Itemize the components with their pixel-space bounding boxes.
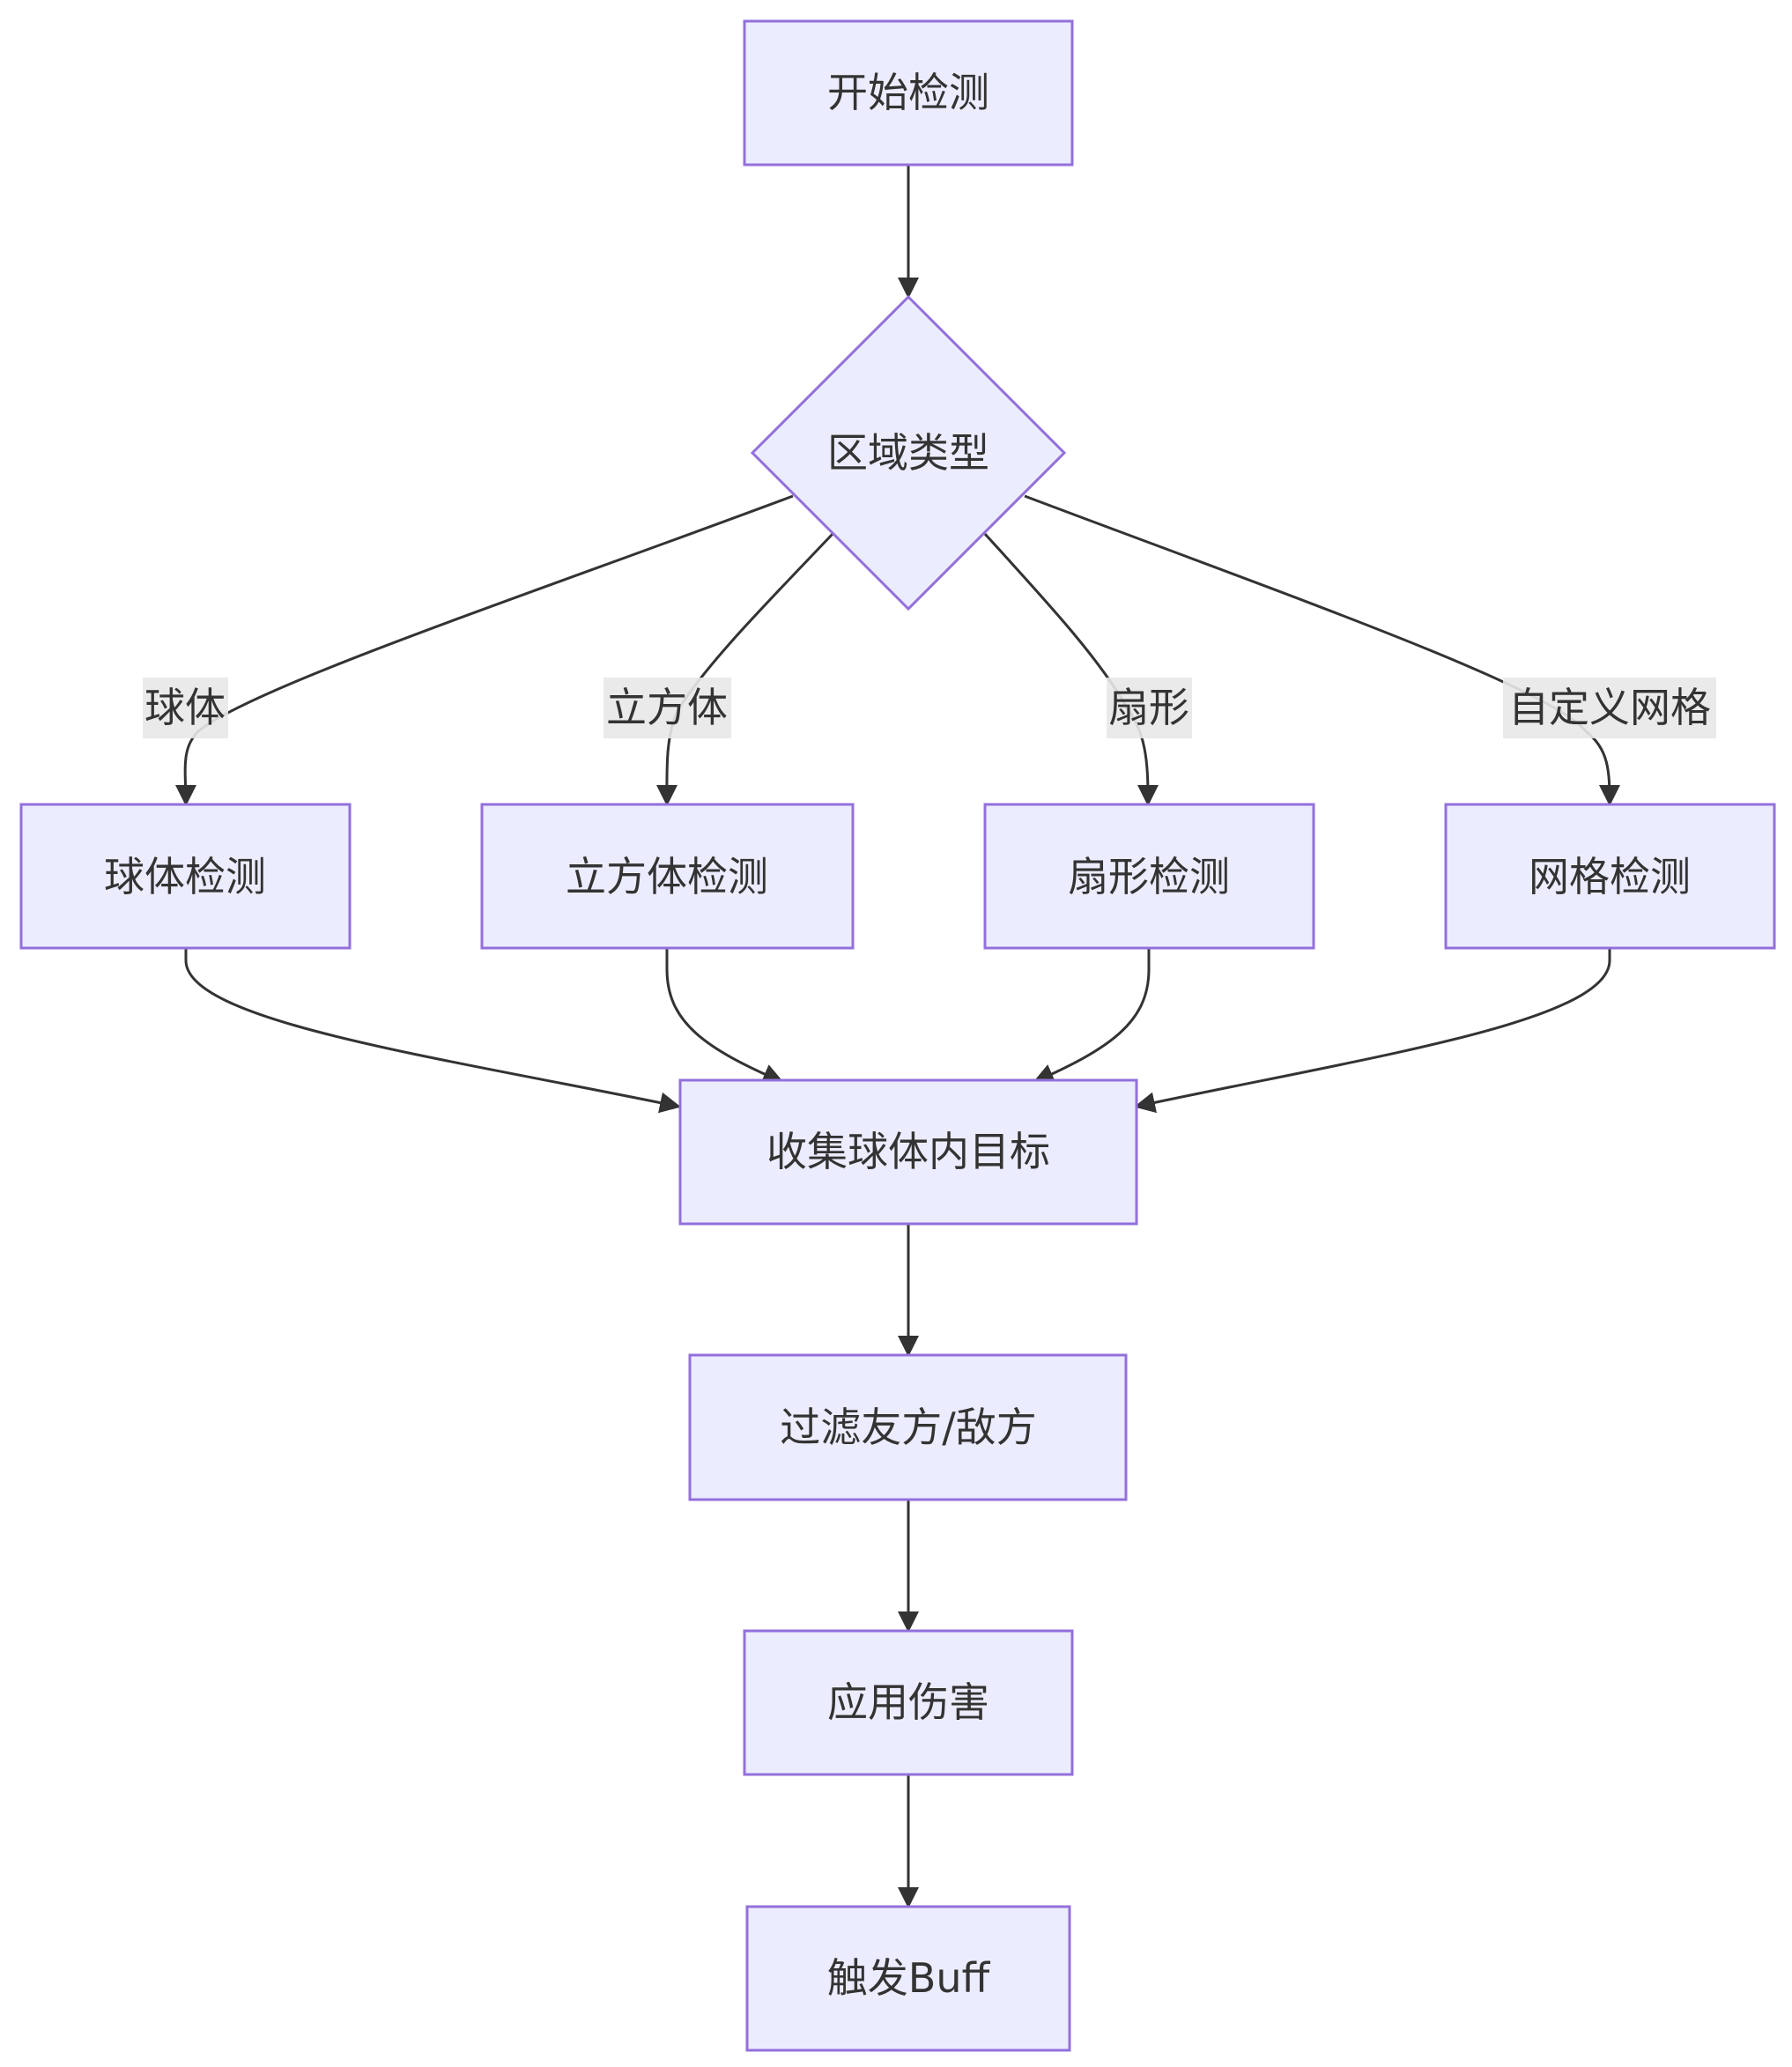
edge-decision-to-sector bbox=[983, 532, 1159, 806]
edge-grid-to-collect bbox=[1134, 948, 1611, 1114]
edge-label-sphere: 球体 bbox=[143, 678, 228, 738]
edge-labels: 球体 立方体 扇形 自定义网格 bbox=[143, 678, 1716, 738]
node-cube-check-label: 立方体检测 bbox=[566, 853, 768, 900]
node-filter: 过滤友方/敌方 bbox=[688, 1353, 1128, 1501]
node-start-label: 开始检测 bbox=[827, 69, 989, 116]
edge-label-grid: 自定义网格 bbox=[1503, 678, 1716, 738]
node-damage-label: 应用伤害 bbox=[827, 1678, 989, 1726]
edge-cube-to-collect bbox=[665, 948, 784, 1085]
node-sphere-check: 球体检测 bbox=[19, 803, 352, 950]
node-decision-label: 区域类型 bbox=[827, 429, 989, 477]
edge-decision-to-cube bbox=[655, 532, 834, 806]
edge-label-sector: 扇形 bbox=[1107, 678, 1192, 738]
edge-label-sector-text: 扇形 bbox=[1108, 684, 1189, 731]
edge-label-grid-text: 自定义网格 bbox=[1508, 684, 1711, 731]
node-grid-check: 网格检测 bbox=[1444, 803, 1776, 950]
node-cube-check: 立方体检测 bbox=[480, 803, 855, 950]
node-buff: 触发Buff bbox=[745, 1905, 1071, 2052]
edge-label-cube: 立方体 bbox=[604, 678, 731, 738]
node-sector-check: 扇形检测 bbox=[983, 803, 1315, 950]
edge-decision-to-sphere bbox=[174, 494, 794, 806]
edge-label-cube-text: 立方体 bbox=[606, 684, 728, 731]
nodes: 开始检测 区域类型 球体检测 立方体检测 扇形检测 网格检测 收集球体内目标 bbox=[19, 19, 1776, 2052]
node-collect-label: 收集球体内目标 bbox=[766, 1128, 1050, 1175]
node-start: 开始检测 bbox=[743, 19, 1074, 167]
node-decision: 区域类型 bbox=[750, 294, 1067, 611]
edge-sector-to-collect bbox=[1033, 948, 1151, 1085]
node-sector-check-label: 扇形检测 bbox=[1068, 853, 1230, 900]
node-grid-check-label: 网格检测 bbox=[1529, 853, 1691, 900]
node-filter-label: 过滤友方/敌方 bbox=[780, 1404, 1037, 1451]
edge-decision-to-grid bbox=[1024, 494, 1620, 806]
node-collect: 收集球体内目标 bbox=[678, 1078, 1138, 1226]
node-buff-label: 触发Buff bbox=[827, 1954, 991, 2002]
edge-label-sphere-text: 球体 bbox=[144, 684, 226, 731]
edge-sphere-to-collect bbox=[184, 948, 681, 1114]
node-sphere-check-label: 球体检测 bbox=[104, 853, 266, 900]
node-damage: 应用伤害 bbox=[743, 1629, 1074, 1776]
